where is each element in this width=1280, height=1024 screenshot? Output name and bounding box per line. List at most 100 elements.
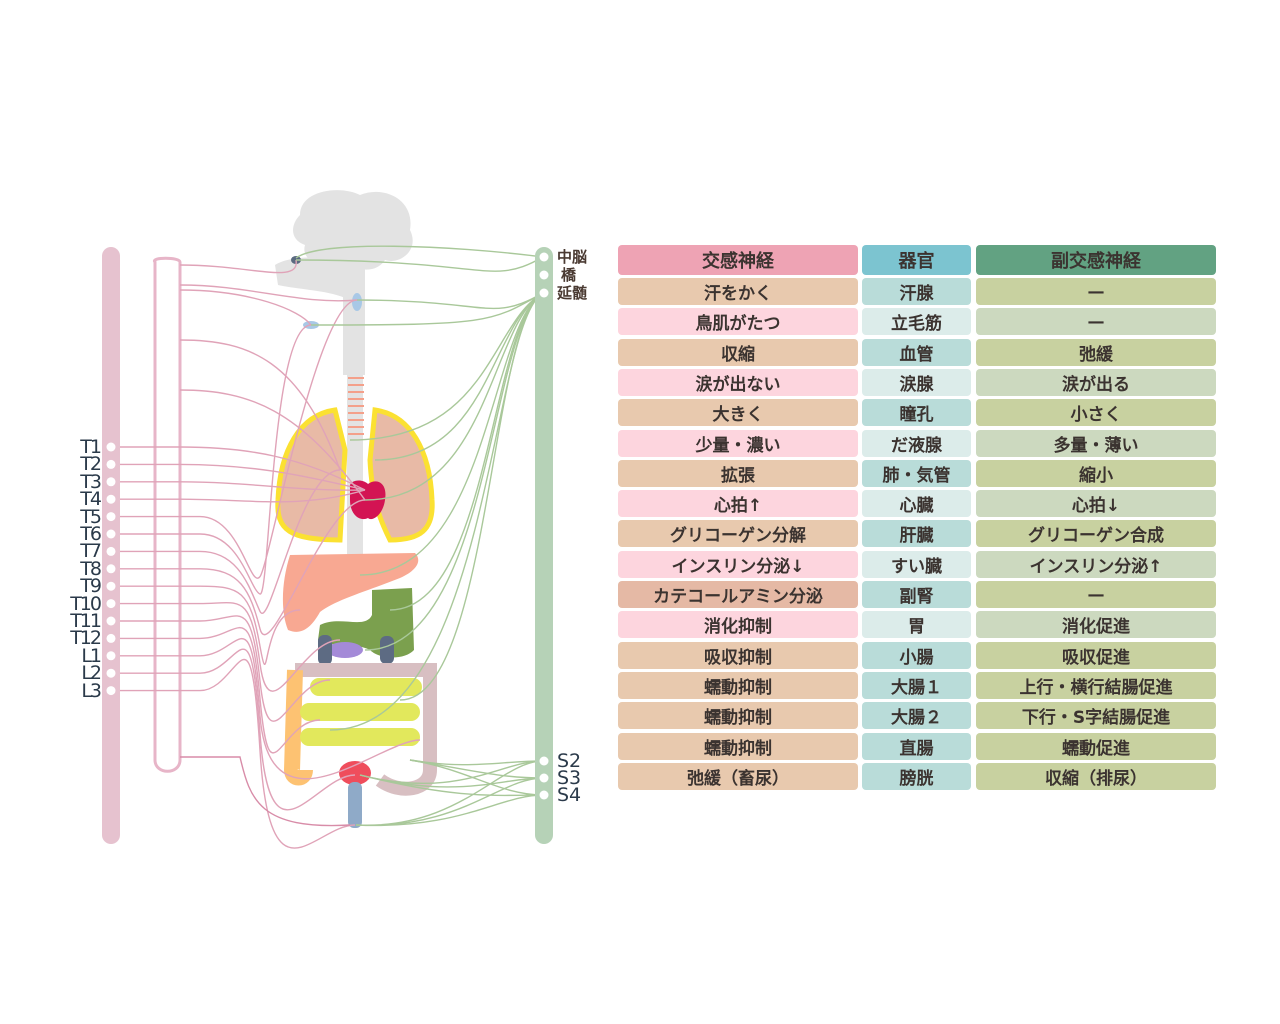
table-row: 鳥肌がたつ立毛筋— — [618, 308, 1216, 336]
cell-sympathetic: 大きく — [618, 399, 858, 427]
spinal-root-dot — [539, 756, 549, 766]
table-row: 拡張肺・気管縮小 — [618, 459, 1216, 487]
parasympathetic-fiber — [374, 292, 544, 461]
label-t6: T6 — [80, 523, 102, 545]
cell-parasympathetic: 吸収促進 — [976, 641, 1216, 669]
spinal-root-dot — [106, 494, 116, 504]
table-row: 汗をかく汗腺— — [618, 278, 1216, 305]
sympathetic-fiber — [111, 637, 421, 780]
ascending-colon — [283, 669, 313, 786]
cell-sympathetic: 心拍↑ — [618, 490, 858, 518]
parasympathetic-fiber — [295, 245, 544, 259]
spinal-root-dot — [539, 790, 549, 800]
cell-sympathetic: 涙が出ない — [618, 368, 858, 396]
label-t9: T9 — [80, 575, 102, 598]
spinal-root-dot — [106, 459, 116, 469]
table-row: 収縮血管弛緩 — [618, 338, 1216, 366]
label-medulla: 延髄 — [557, 284, 588, 302]
sympathetic-fiber — [179, 289, 312, 326]
cell-sympathetic: 汗をかく — [618, 278, 858, 305]
cell-parasympathetic: 縮小 — [976, 459, 1216, 487]
cell-sympathetic: 吸収抑制 — [618, 641, 858, 669]
sympathetic-fiber — [111, 469, 341, 615]
spinal-root-dot — [106, 442, 116, 452]
sympathetic-fiber — [111, 601, 341, 692]
spinal-root-dot — [106, 564, 116, 574]
cell-organ: 胃 — [862, 611, 971, 639]
sympathetic-fiber — [111, 615, 331, 722]
label-t2: T2 — [80, 453, 102, 476]
sympathetic-fiber — [179, 389, 366, 501]
cell-sympathetic: 消化抑制 — [618, 611, 858, 639]
parasympathetic-fiber — [356, 292, 544, 310]
cell-parasympathetic: グリコーゲン合成 — [976, 520, 1216, 548]
cell-organ: 大腸２ — [862, 702, 971, 730]
table-row: 少量・濃いだ液腺多量・薄い — [618, 429, 1216, 457]
sympathetic-fiber — [111, 463, 366, 491]
sympathetic-fiber — [179, 259, 297, 274]
cell-organ: 汗腺 — [862, 278, 971, 305]
cell-organ: 心臓 — [862, 490, 971, 518]
cell-sympathetic: 鳥肌がたつ — [618, 308, 858, 336]
spinal-root-dot — [106, 546, 116, 556]
cell-parasympathetic: 小さく — [976, 399, 1216, 427]
cell-parasympathetic: — — [976, 581, 1216, 608]
table-row: 心拍↑心臓心拍↓ — [618, 490, 1216, 518]
sympathetic-fiber — [111, 658, 356, 849]
cell-organ: すい臓 — [862, 550, 971, 578]
nerve-fibers — [111, 245, 544, 849]
sympathetic-fiber — [180, 756, 351, 827]
sympathetic-fiber — [111, 489, 366, 503]
cell-sympathetic: グリコーゲン分解 — [618, 520, 858, 548]
cell-organ: 直腸 — [862, 732, 971, 760]
parasympathetic-fiber — [389, 292, 544, 611]
cell-parasympathetic: 下行・S字結腸促進 — [976, 702, 1216, 730]
table-row: 弛緩（畜尿）膀胱収縮（排尿） — [618, 762, 1216, 790]
cell-parasympathetic: 弛緩 — [976, 338, 1216, 366]
label-pons: 橋 — [561, 266, 577, 284]
spinal-root-dot — [106, 599, 116, 609]
bladder — [339, 761, 371, 785]
label-t12: T12 — [70, 627, 102, 650]
sympathetic-fiber — [111, 648, 356, 811]
parotid-gland — [352, 293, 362, 311]
cell-sympathetic: 拡張 — [618, 459, 858, 487]
cell-organ: 膀胱 — [862, 762, 971, 790]
parasympathetic-fiber — [364, 292, 544, 651]
label-t5: T5 — [80, 505, 102, 528]
cell-sympathetic: インスリン分泌↓ — [618, 550, 858, 578]
thoracolumbar-spinal-bar — [102, 247, 120, 844]
cell-sympathetic: 蠕動抑制 — [618, 732, 858, 760]
parasympathetic-fiber — [359, 774, 544, 788]
cell-parasympathetic: 上行・横行結腸促進 — [976, 671, 1216, 699]
table-row: インスリン分泌↓すい臓インスリン分泌↑ — [618, 550, 1216, 578]
sympathetic-fiber — [179, 284, 358, 302]
sympathetic-fiber — [111, 299, 358, 579]
cell-parasympathetic: 収縮（排尿） — [976, 762, 1216, 790]
sympathetic-fiber — [111, 446, 366, 491]
small-intestine — [300, 678, 422, 746]
spinal-root-dot — [539, 773, 549, 783]
left-kidney — [318, 635, 332, 665]
label-t7: T7 — [80, 540, 102, 563]
sympathetic-fiber — [111, 626, 321, 754]
cell-organ: 立毛筋 — [862, 308, 971, 336]
table-row: 涙が出ない涙腺涙が出る — [618, 368, 1216, 396]
table-row: 吸収抑制小腸吸収促進 — [618, 641, 1216, 669]
label-t1: T1 — [80, 436, 102, 458]
parasympathetic-fiber — [355, 760, 544, 826]
table-row: カテコールアミン分泌副腎— — [618, 581, 1216, 608]
spinal-root-dot — [106, 581, 116, 591]
cell-parasympathetic: 蠕動促進 — [976, 732, 1216, 760]
spinal-root-dot — [106, 633, 116, 643]
cell-parasympathetic: 消化促進 — [976, 611, 1216, 639]
label-t4: T4 — [80, 488, 102, 511]
sympathetic-fiber — [111, 324, 312, 595]
parasympathetic-fiber — [355, 777, 544, 826]
label-l1: L1 — [81, 644, 102, 667]
header-sympathetic: 交感神経 — [618, 245, 858, 275]
cell-organ: 肺・気管 — [862, 459, 971, 487]
parasympathetic-fiber — [310, 292, 544, 326]
sympathetic-fiber — [111, 499, 366, 636]
